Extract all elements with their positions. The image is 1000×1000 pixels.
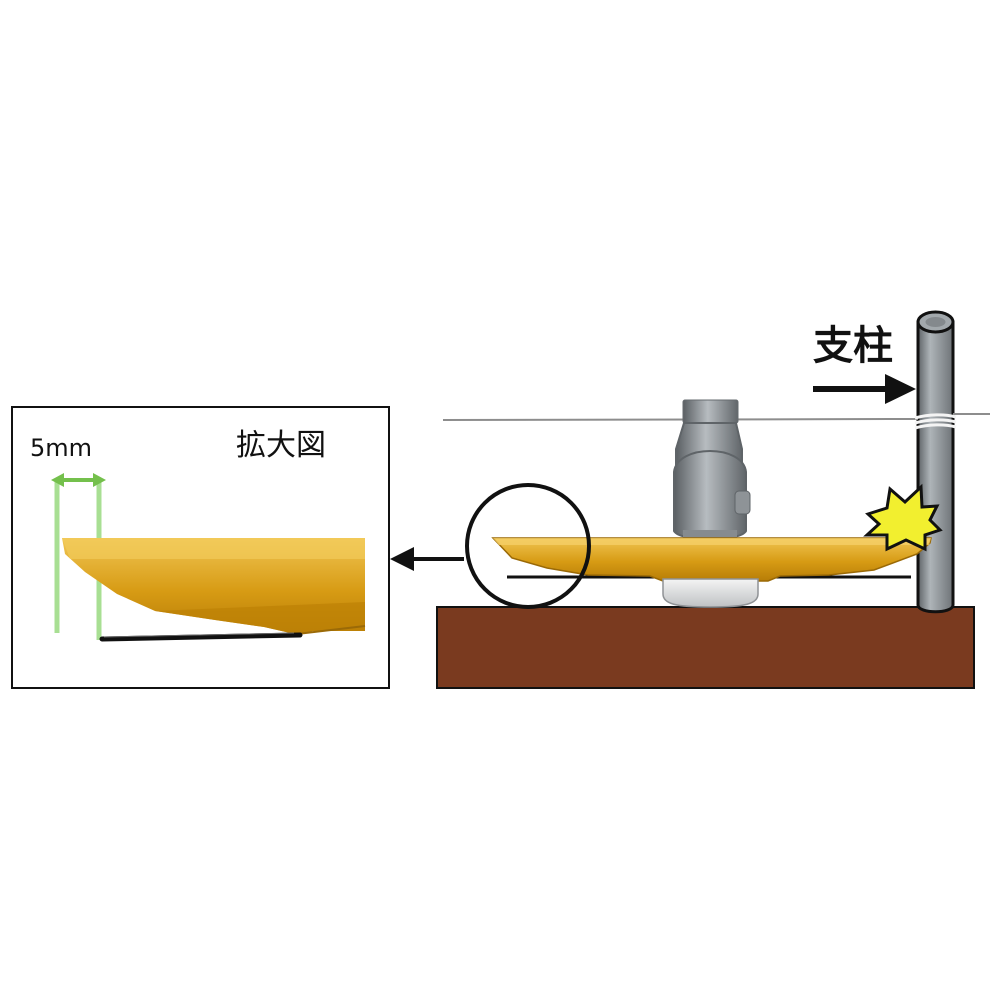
zoom-title: 拡大図 — [236, 428, 326, 463]
gap-dimension-arrow-icon — [51, 473, 106, 487]
post-arrow-icon — [813, 374, 916, 404]
trimmer-motor — [673, 399, 751, 541]
support-post — [916, 310, 955, 614]
bottom-cap — [662, 578, 759, 608]
impact-burst-icon — [863, 483, 943, 552]
zoom-arrow-icon — [390, 547, 464, 571]
guide-wire — [442, 413, 990, 430]
cutting-blade — [491, 537, 932, 582]
magnifier-circle — [465, 483, 591, 609]
ground — [436, 606, 975, 689]
post-label: 支柱 — [813, 323, 893, 369]
zoomed-blade — [62, 538, 366, 635]
zoomed-line-highlight — [103, 632, 295, 638]
gap-label: 5mm — [30, 434, 92, 462]
zoomed-cutting-line — [99, 632, 303, 642]
zoom-inset: 拡大図 5mm — [11, 406, 390, 689]
